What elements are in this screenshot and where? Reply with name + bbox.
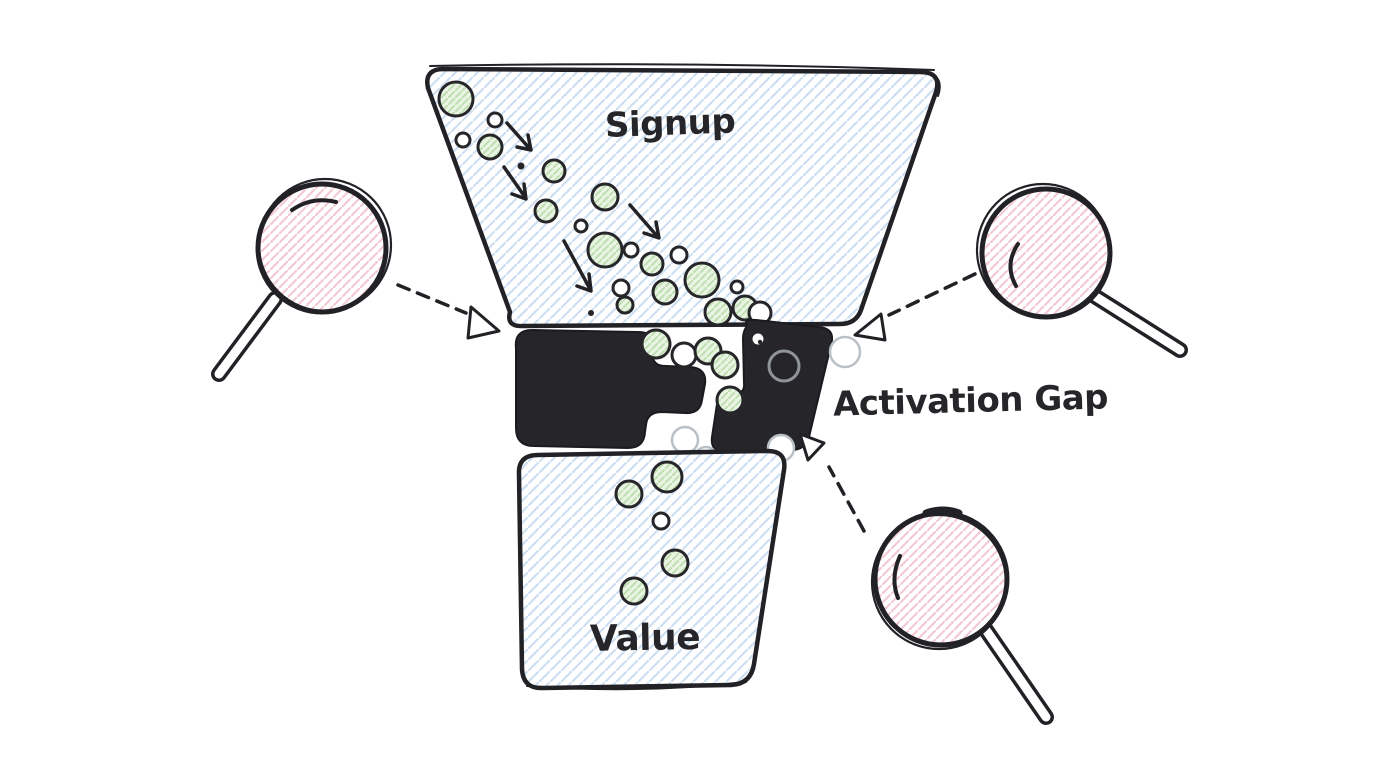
bubble [454,131,472,149]
dashed-line [827,465,866,533]
magnifying-glass-icon [979,186,1113,320]
magnifier-handle-inner [981,625,1051,722]
down-right-arrow-icon [505,121,533,152]
arrowhead [853,312,887,342]
bubble [619,576,649,606]
signup-label: Signup [604,101,736,146]
value-bubbles [614,460,690,606]
bubble [614,479,644,509]
annotation-arrow-left [396,283,501,340]
bubble [437,80,475,118]
activation-gap-label: Activation Gap [833,377,1109,424]
down-right-arrow-icon [562,239,593,293]
funnel-sketch-line [429,63,941,97]
bubble [651,278,679,306]
flow-arrows [502,121,661,293]
annotation-arrow-top-right [853,272,977,342]
bubble [703,297,733,327]
magnifier-sketch-ring [870,513,1008,651]
bottom-right-magnifier [870,506,1054,725]
ghost-bubble [767,349,801,383]
bubble [670,341,698,369]
lens-highlight [290,198,338,212]
down-right-arrow-icon [628,203,661,240]
annotation-arrow-bottom-right [798,432,866,533]
bubble [533,198,559,224]
lens-highlight [1008,242,1020,288]
bubble [710,350,740,380]
bubble [670,425,700,455]
bubble-dot [588,310,594,316]
magnifier-handle-inner [1088,290,1185,355]
bubble [715,385,745,415]
bubble [651,511,671,531]
magnifier-handle-inner [214,294,280,379]
funnel-shape [425,66,940,329]
bubble [611,278,631,298]
bubble-dot [517,162,525,170]
bubble [683,261,721,299]
bubble [639,251,665,277]
blockage-right-piece [710,318,834,454]
left-magnifier [211,177,393,382]
dashed-line [887,272,977,317]
bubble [828,335,862,369]
bubble [586,231,624,269]
blockage-eye-pupil [757,339,763,345]
bubble [590,182,620,212]
lens-rim-accent [922,506,963,517]
bubble [729,279,745,295]
magnifier-sketch-ring [257,177,393,313]
bubble [476,133,504,161]
top-right-magnifier [975,182,1188,358]
magnifying-glass-icon [255,181,389,315]
value-sketch-line [526,681,747,691]
bubble [615,295,635,315]
dashed-line [396,283,468,315]
arrowhead [798,432,826,462]
magnifier-sketch-ring [975,182,1111,318]
signup-funnel [425,63,941,329]
arrowhead [466,305,501,340]
down-right-arrow-icon [502,165,528,201]
value-container [516,448,787,691]
bubble [650,460,684,494]
bubble [541,158,567,184]
funnel-bubbles [437,80,773,327]
value-label: Value [590,617,701,660]
bubble [573,218,589,234]
bubble [622,241,640,259]
bubble [486,111,504,129]
bubble [669,245,689,265]
bubble [640,328,672,360]
bubble [660,548,690,578]
lens-highlight [892,554,902,600]
